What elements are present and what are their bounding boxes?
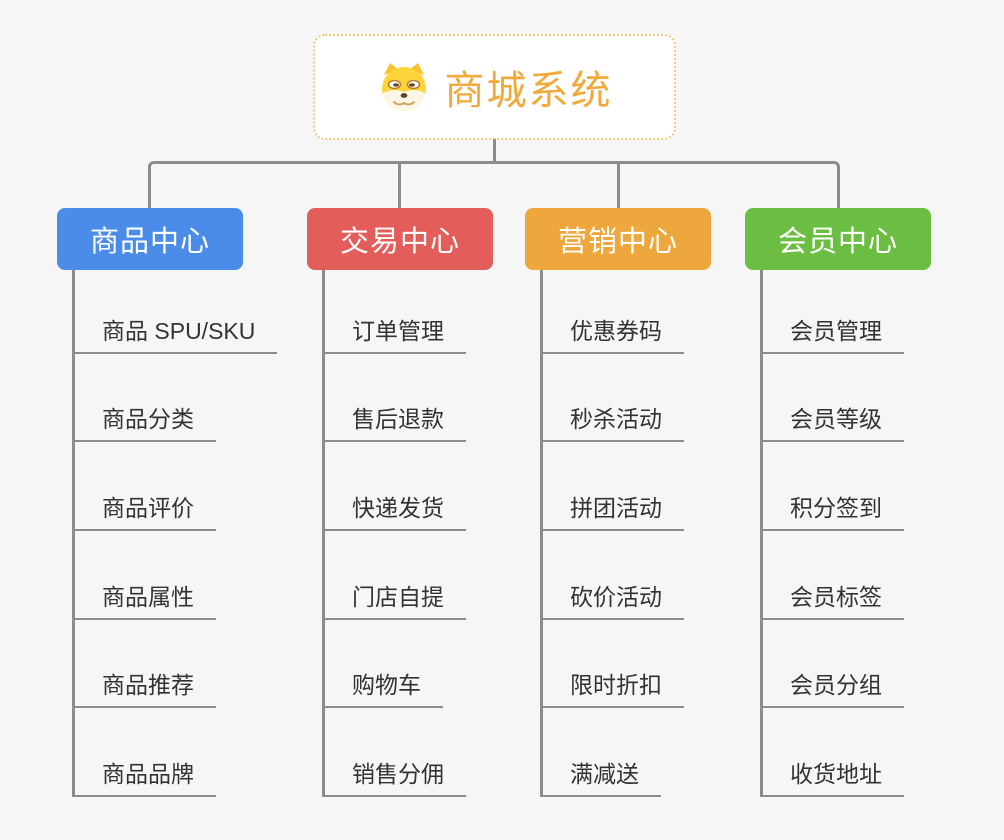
leaf-item[interactable]: 会员等级 [760,404,904,442]
leaf-item[interactable]: 门店自提 [322,582,466,620]
leaf-item[interactable]: 购物车 [322,670,443,708]
branch-header-marketing-center[interactable]: 营销中心 [525,208,711,270]
connector-drop-trade [398,163,401,209]
branch-header-member-center[interactable]: 会员中心 [745,208,931,270]
leaf-item[interactable]: 商品分类 [72,404,216,442]
leaf-item[interactable]: 限时折扣 [540,670,684,708]
leaf-item[interactable]: 满减送 [540,759,661,797]
branch-header-trade-center[interactable]: 交易中心 [307,208,493,270]
connector-drop-marketing [617,163,620,209]
leaf-item[interactable]: 商品 SPU/SKU [72,316,278,354]
leaf-item[interactable]: 快递发货 [322,493,466,531]
leaf-item[interactable]: 商品属性 [72,582,216,620]
leaf-item[interactable]: 优惠券码 [540,316,684,354]
leaf-item[interactable]: 积分签到 [760,493,904,531]
leaf-item[interactable]: 订单管理 [322,316,466,354]
doge-face-icon [381,63,426,111]
connector-branch-product [72,270,75,797]
leaf-item[interactable]: 会员分组 [760,670,904,708]
leaf-item[interactable]: 商品评价 [72,493,216,531]
branch-trade-center: 交易中心 订单管理 售后退款 快递发货 门店自提 购物车 销售分佣 [307,208,493,797]
branch-product-center: 商品中心 商品 SPU/SKU 商品分类 商品评价 商品属性 商品推荐 商品品牌 [57,208,278,797]
connector-top-rail [148,161,840,209]
branch-member-center: 会员中心 会员管理 会员等级 积分签到 会员标签 会员分组 收货地址 [745,208,931,797]
root-title: 商城系统 [444,69,613,113]
leaf-item[interactable]: 售后退款 [322,404,466,442]
connector-branch-marketing [540,270,543,797]
leaf-item[interactable]: 会员标签 [760,582,904,620]
leaf-item[interactable]: 会员管理 [760,316,904,354]
branch-marketing-center: 营销中心 优惠券码 秒杀活动 拼团活动 砍价活动 限时折扣 满减送 [525,208,711,797]
root-node[interactable]: 商城系统 [313,34,676,140]
leaf-item[interactable]: 砍价活动 [540,582,684,620]
leaf-item[interactable]: 秒杀活动 [540,404,684,442]
leaf-item[interactable]: 商品品牌 [72,759,216,797]
leaf-item[interactable]: 销售分佣 [322,759,466,797]
connector-branch-trade [322,270,325,797]
leaf-item[interactable]: 收货地址 [760,759,904,797]
leaf-item[interactable]: 拼团活动 [540,493,684,531]
connector-branch-member [760,270,763,797]
leaf-item[interactable]: 商品推荐 [72,670,216,708]
branch-header-product-center[interactable]: 商品中心 [57,208,243,270]
connector-root-stem [493,139,496,163]
